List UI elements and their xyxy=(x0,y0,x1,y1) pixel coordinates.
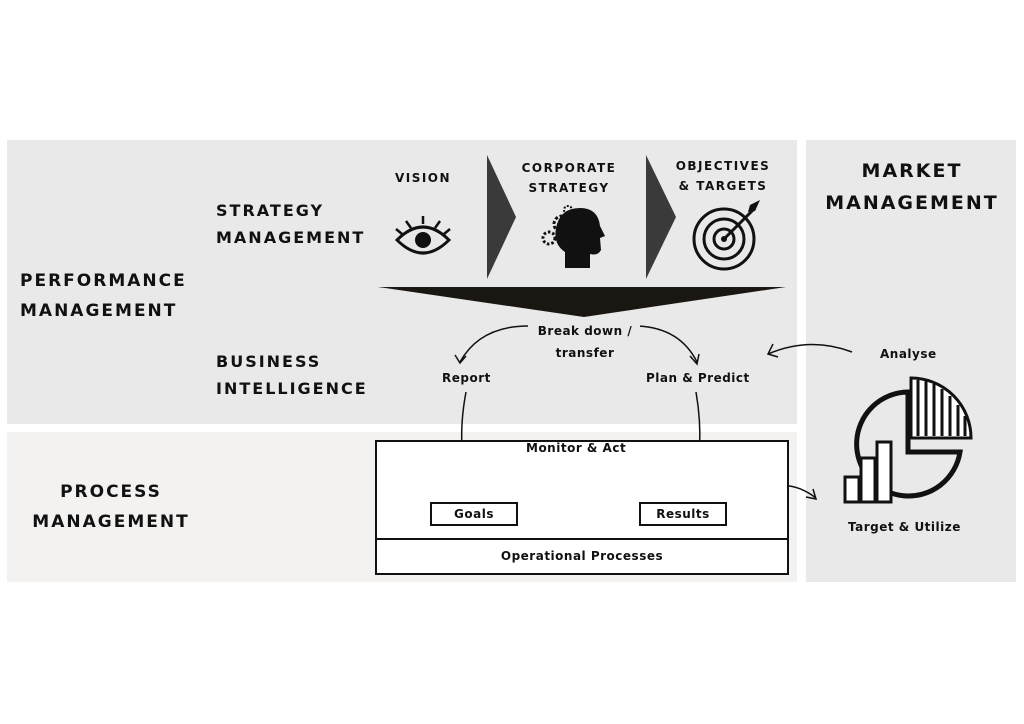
corporate-strategy-label: CORPORATE STRATEGY xyxy=(521,161,617,195)
divider xyxy=(377,538,787,540)
analyse-label: Analyse xyxy=(880,347,937,361)
arrow-to-report xyxy=(459,325,529,363)
market-panel xyxy=(806,140,1016,582)
chevron-1 xyxy=(487,155,516,279)
arrow-to-plan xyxy=(637,325,698,363)
strategy-management-title: STRATEGY MANAGEMENT xyxy=(216,201,366,247)
business-intelligence-title: BUSINESS INTELLIGENCE xyxy=(216,352,368,398)
head-gears-icon xyxy=(541,205,605,268)
monitor-act-label: Monitor & Act xyxy=(526,441,627,455)
market-management-title: MARKET MANAGEMENT xyxy=(825,160,999,214)
break-down-label: Break down / transfer xyxy=(530,320,640,364)
arrow-from-analyse xyxy=(767,343,853,355)
chart-pie-bars-icon xyxy=(843,376,973,504)
goals-label: Goals xyxy=(454,507,494,521)
results-box: Results xyxy=(639,502,727,526)
chevron-2 xyxy=(646,155,676,279)
operational-processes-label: Operational Processes xyxy=(500,549,664,563)
process-management-title: PROCESS MANAGEMENT xyxy=(32,482,190,532)
funnel-arrow xyxy=(378,287,786,317)
goals-box: Goals xyxy=(430,502,518,526)
eye-icon xyxy=(394,216,452,255)
objectives-targets-label: OBJECTIVES & TARGETS xyxy=(675,159,771,193)
vision-label: VISION xyxy=(394,171,452,185)
plan-predict-label: Plan & Predict xyxy=(646,371,750,385)
target-arrow-icon xyxy=(692,200,760,271)
performance-panel xyxy=(7,140,797,424)
report-label: Report xyxy=(442,371,491,385)
performance-management-title: PERFORMANCE MANAGEMENT xyxy=(20,271,187,321)
results-label: Results xyxy=(656,507,710,521)
target-utilize-label: Target & Utilize xyxy=(848,520,961,534)
